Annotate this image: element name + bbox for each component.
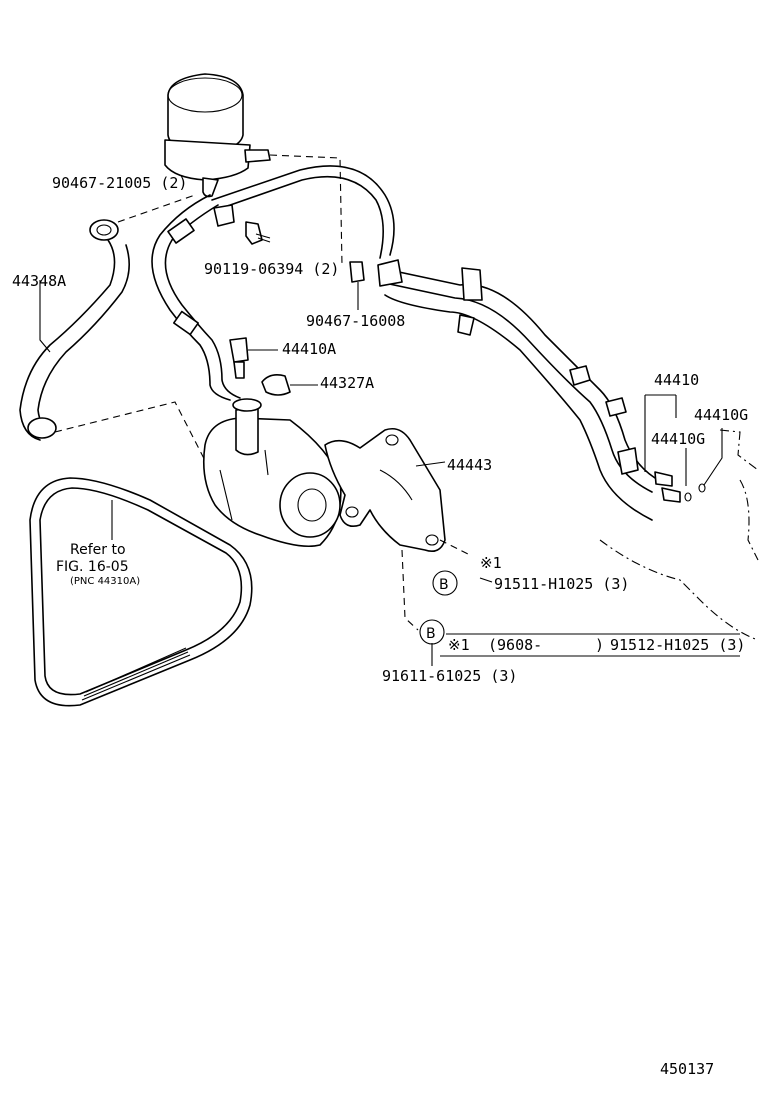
circle-b-upper <box>432 570 458 596</box>
label-gasket-g1: 44410G <box>694 406 748 424</box>
bracket-44443 <box>324 427 446 553</box>
label-union-bolt: 44410A <box>282 340 336 358</box>
label-date-code: (9608- <box>488 636 542 654</box>
label-bolt-90119: 90119-06394 (2) <box>204 260 339 278</box>
bolt-90119 <box>245 221 271 245</box>
label-bolt-91611: 91611-61025 (3) <box>382 667 517 685</box>
supply-hose <box>151 194 241 401</box>
mark-1-upper: ※1 <box>480 554 502 572</box>
circle-b-upper-label: B <box>439 577 449 593</box>
label-bolt-91512: 91512-H1025 (3) <box>610 636 745 654</box>
gasket-44410g-2 <box>698 483 706 493</box>
v-belt <box>29 477 253 707</box>
label-clamp-16008: 90467-16008 <box>306 312 405 330</box>
label-bolt-91511: 91511-H1025 (3) <box>494 575 629 593</box>
label-hose-44348a: 44348A <box>12 272 66 290</box>
label-reservoir-clamp: 90467-21005 (2) <box>52 174 187 192</box>
label-gasket-g2: 44410G <box>651 430 705 448</box>
union-bolt-44410a <box>229 337 249 379</box>
mark-1-lower: ※1 <box>448 636 470 654</box>
label-pressure-tube: 44410 <box>654 371 699 389</box>
label-bracket-44443: 44443 <box>447 456 492 474</box>
return-line <box>211 165 395 259</box>
gasket-44410g-1 <box>684 492 692 502</box>
label-date-close: ) <box>595 636 604 654</box>
circle-b-lower <box>419 619 445 645</box>
refer-to-label: Refer to <box>70 542 126 558</box>
gasket-44327a <box>261 374 291 396</box>
clamp-16008 <box>349 261 365 283</box>
pnc-reference: (PNC 44310A) <box>70 576 140 587</box>
label-gasket-44327a: 44327A <box>320 374 374 392</box>
clamp-21005 <box>89 219 119 241</box>
power-steering-pump <box>202 398 342 548</box>
circle-b-lower-label: B <box>426 626 436 642</box>
pressure-tube-44410 <box>377 259 681 521</box>
fig-reference: FIG. 16-05 <box>56 559 129 575</box>
engine-outline <box>599 429 759 641</box>
return-hose-44348a <box>19 239 130 441</box>
diagram-number: 450137 <box>660 1060 714 1078</box>
